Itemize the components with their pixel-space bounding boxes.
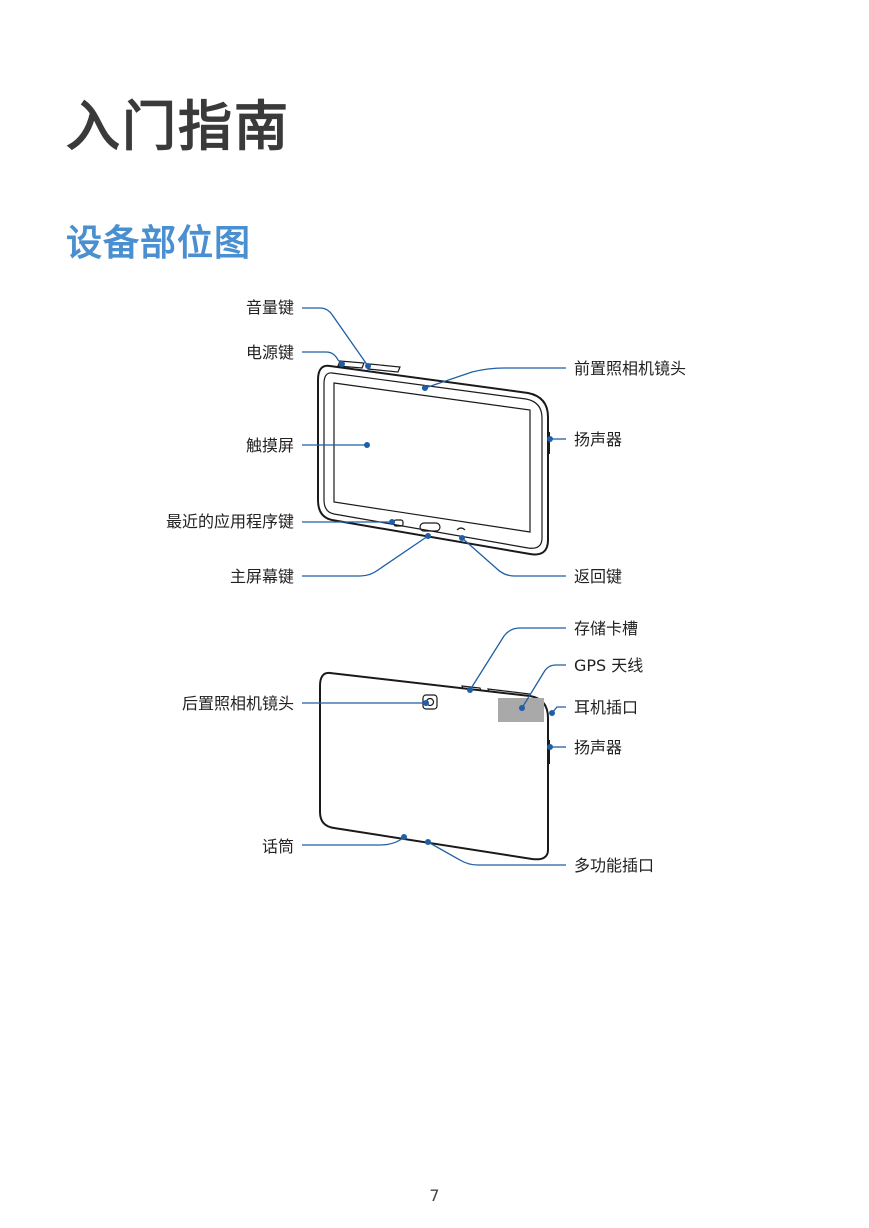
label-memory-card-slot: 存储卡槽 [574, 619, 638, 638]
label-headset-jack: 耳机插口 [574, 698, 638, 717]
front-leader-lines [302, 307, 566, 577]
label-speaker-front: 扬声器 [574, 430, 622, 449]
label-home-key: 主屏幕键 [230, 567, 294, 586]
label-speaker-back: 扬声器 [574, 738, 622, 757]
label-microphone: 话筒 [262, 837, 294, 856]
chapter-title: 入门指南 [66, 95, 290, 158]
label-rear-camera: 后置照相机镜头 [182, 694, 294, 713]
front-device-illustration [317, 360, 550, 556]
label-multipurpose-jack: 多功能插口 [574, 856, 654, 875]
label-touchscreen: 触摸屏 [246, 436, 294, 455]
page-number: 7 [429, 1186, 440, 1205]
label-power-key: 电源键 [246, 343, 294, 362]
label-back-key: 返回键 [574, 567, 622, 586]
label-front-camera: 前置照相机镜头 [574, 359, 686, 378]
label-volume-key: 音量键 [246, 298, 294, 317]
label-gps-antenna: GPS 天线 [574, 656, 643, 675]
section-title: 设备部位图 [66, 223, 252, 264]
label-recent-apps-key: 最近的应用程序键 [166, 512, 294, 531]
back-device-illustration [319, 671, 550, 861]
back-leader-lines [302, 627, 566, 866]
camera-icon [422, 694, 438, 710]
